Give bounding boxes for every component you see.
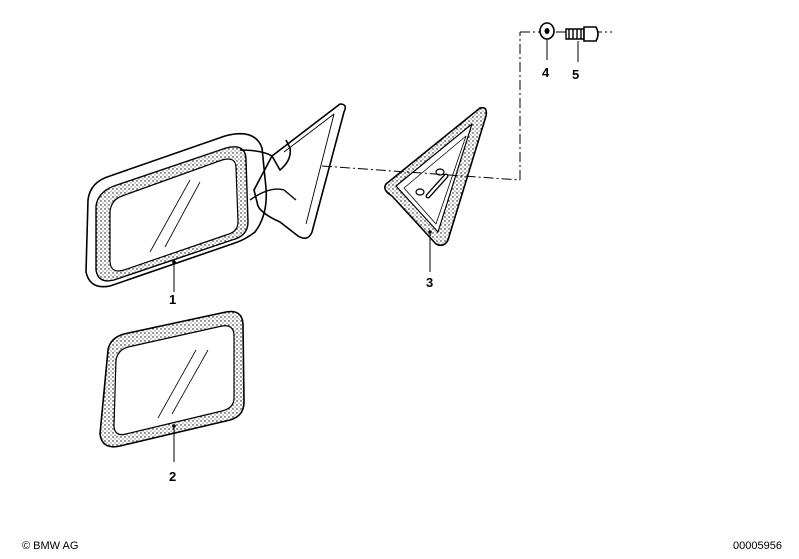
part-label-5[interactable]: 5 xyxy=(572,67,580,82)
part-label-4[interactable]: 4 xyxy=(542,65,550,80)
part-label-2[interactable]: 2 xyxy=(169,469,177,484)
exterior-mirror-illustration xyxy=(85,103,347,292)
screw-illustration xyxy=(565,26,599,62)
copyright-text: © BMW AG xyxy=(22,540,79,552)
mirror-glass-illustration xyxy=(99,310,245,462)
drawing-number: 00005956 xyxy=(733,540,782,552)
washer-illustration xyxy=(539,22,555,60)
mirror-base-illustration xyxy=(384,106,488,272)
part-label-1[interactable]: 1 xyxy=(169,292,177,307)
part-label-3[interactable]: 3 xyxy=(426,275,434,290)
